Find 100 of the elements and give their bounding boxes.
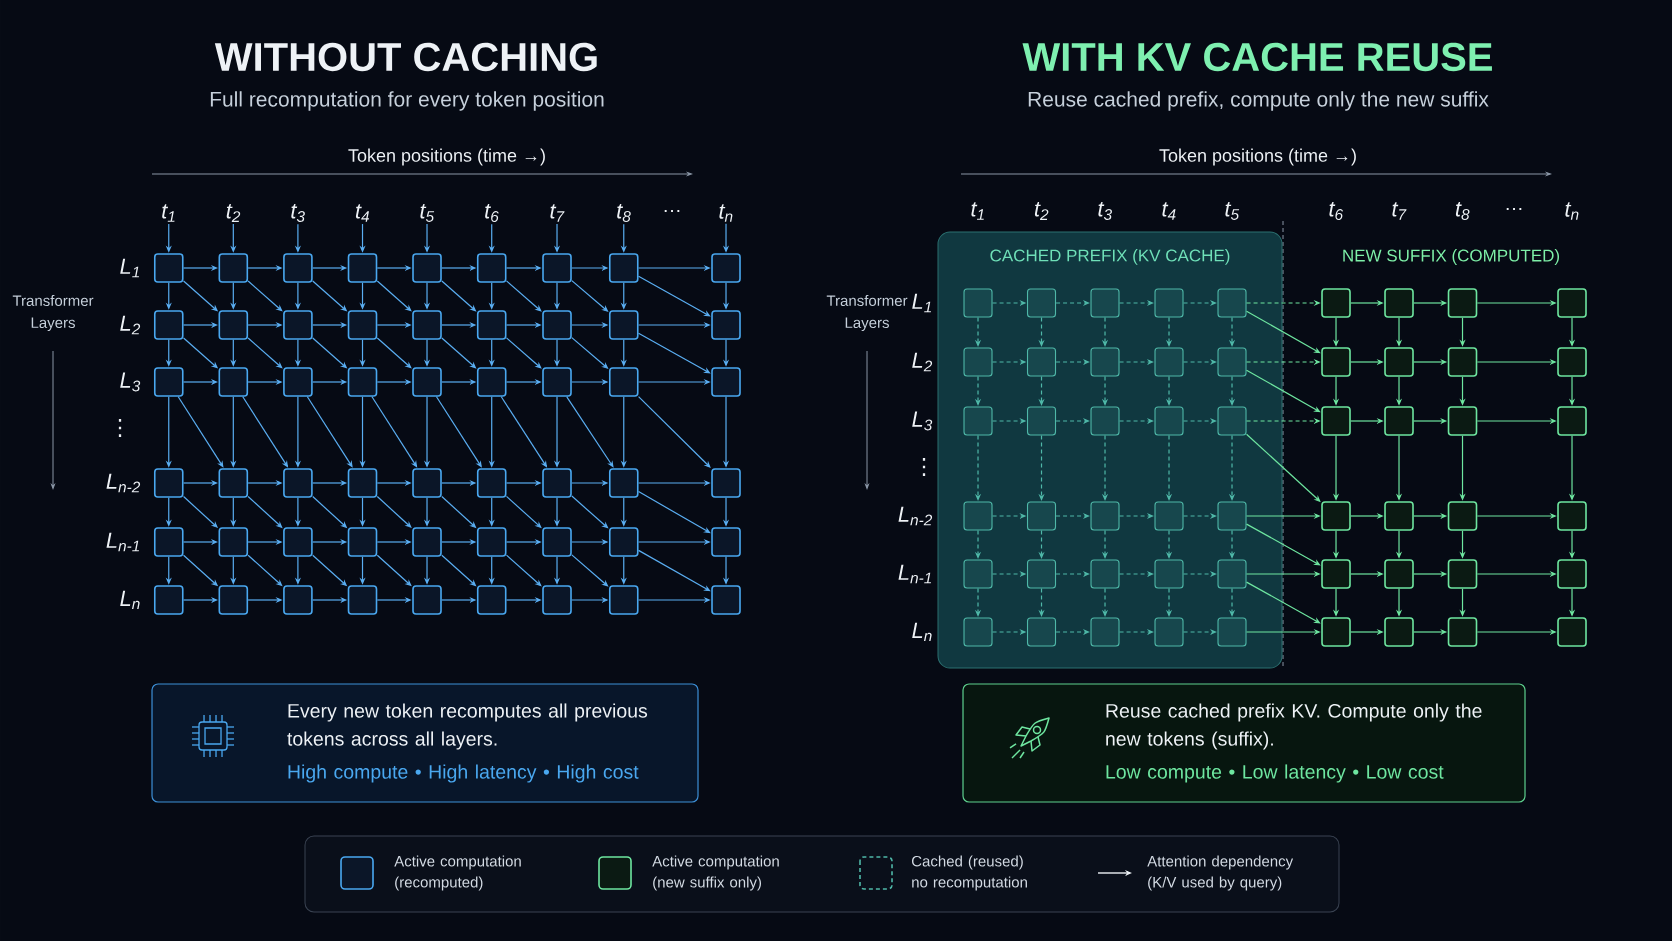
layer-label: L$_{n-1}$: [898, 564, 931, 584]
token-label: t$_{3}$: [1098, 202, 1112, 220]
info-box: Every new token recomputes all previous tokens across all layers. High compute • High latency • High cost: [151, 683, 699, 803]
computation-box: [218, 310, 249, 340]
computation-box: [1447, 406, 1478, 436]
computation-box: [283, 585, 313, 615]
cached-box: [1217, 406, 1247, 436]
computation-box: [1321, 617, 1351, 647]
arrow: [637, 549, 711, 592]
computation-box: [711, 527, 741, 557]
token-label: t$_{5}$: [420, 204, 435, 222]
panel-title: WITHOUT CACHING: [214, 42, 597, 72]
arrow: [247, 337, 283, 369]
computation-box: [1557, 501, 1587, 531]
computation-box: [218, 367, 249, 397]
computation-box: [476, 310, 507, 340]
computation-box: [1447, 288, 1478, 318]
computation-box: [1321, 501, 1351, 531]
computation-box: [711, 253, 741, 283]
panel-title: WITH KV CACHE REUSE: [1022, 42, 1492, 72]
cached-box: [963, 559, 993, 589]
token-label: t$_{1}$: [162, 204, 175, 222]
cached-box: [1026, 406, 1057, 436]
computation-box: [1557, 347, 1587, 377]
arrow: [435, 396, 482, 468]
cached-box: [1026, 347, 1057, 377]
ellipsis: …: [664, 209, 680, 213]
arrow: [376, 280, 412, 312]
computation-box: [608, 310, 639, 340]
layer-label: L$_{2}$: [912, 352, 933, 372]
computation-box: [1557, 406, 1587, 436]
computation-box: [1321, 288, 1351, 318]
panel-subtitle: Reuse cached prefix, compute only the new suffix: [1028, 91, 1489, 111]
computation-box: [1384, 288, 1414, 318]
legend-text: Active computation (recomputed): [394, 855, 521, 891]
cached-box: [1154, 347, 1184, 377]
ellipsis: …: [1506, 207, 1522, 211]
arrow: [505, 280, 542, 312]
arrow: [566, 396, 614, 468]
computation-box: [711, 585, 741, 615]
arrow: [376, 337, 412, 369]
token-label: t$_{n}$: [719, 204, 733, 222]
token-label: t$_{2}$: [226, 204, 241, 222]
computation-box: [347, 367, 378, 397]
computation-box: [347, 585, 378, 615]
cached-box: [963, 501, 993, 531]
token-label: t$_{8}$: [617, 204, 631, 222]
computation-box: [542, 367, 572, 397]
layer-label: L$_{n-1}$: [106, 532, 139, 552]
cached-box: [1154, 501, 1184, 531]
section-heading: NEW SUFFIX (COMPUTED): [1343, 249, 1560, 265]
computation-box: [153, 253, 184, 283]
computation-box: [1384, 559, 1414, 589]
layer-label: L$_{1}$: [912, 293, 931, 313]
layer-label: L$_{3}$: [912, 411, 933, 431]
layer-label: L$_{n}$: [912, 622, 932, 642]
legend-text: Attention dependency (K/V used by query): [1147, 855, 1294, 891]
token-label: t$_{4}$: [1162, 202, 1176, 220]
computation-box: [283, 468, 313, 498]
cached-box: [1217, 288, 1247, 318]
cached-box: [1154, 288, 1184, 318]
layer-label: L$_{2}$: [120, 315, 141, 335]
computation-box: [283, 253, 313, 283]
legend-text: Cached (reused) no recomputation: [912, 855, 1027, 891]
computation-box: [412, 310, 442, 340]
computation-box: [1557, 288, 1587, 318]
computation-box: [542, 468, 572, 498]
cached-box: [1090, 501, 1120, 531]
arrow: [571, 554, 609, 587]
token-label: t$_{2}$: [1034, 202, 1049, 220]
computation-box: [347, 253, 378, 283]
token-label: t$_{3}$: [291, 204, 305, 222]
arrow: [177, 396, 224, 468]
token-label: t$_{1}$: [971, 202, 984, 220]
computation-box: [608, 585, 639, 615]
computation-box: [1557, 559, 1587, 589]
arrow: [505, 337, 542, 369]
arrow: [306, 396, 353, 468]
legend-text: Active computation (new suffix only): [652, 855, 779, 891]
cached-box: [1217, 501, 1247, 531]
computation-box: [412, 367, 442, 397]
cached-box: [1090, 406, 1120, 436]
token-label: t$_{4}$: [355, 204, 369, 222]
computation-box: [711, 468, 741, 498]
axis-title: Transformer Layers: [826, 295, 908, 331]
computation-box: [218, 253, 249, 283]
arrow: [637, 490, 711, 534]
arrow: [371, 396, 418, 468]
arrow: [637, 275, 711, 317]
cached-box: [963, 406, 993, 436]
computation-box: [1384, 617, 1414, 647]
computation-box: [283, 527, 313, 557]
computation-box: [347, 527, 378, 557]
cached-box: [1026, 501, 1057, 531]
cached-box: [1217, 559, 1247, 589]
computation-box: [153, 468, 184, 498]
arrow: [1245, 581, 1321, 624]
computation-box: [542, 310, 572, 340]
arrow: [637, 332, 711, 374]
arrow: [1245, 369, 1321, 413]
